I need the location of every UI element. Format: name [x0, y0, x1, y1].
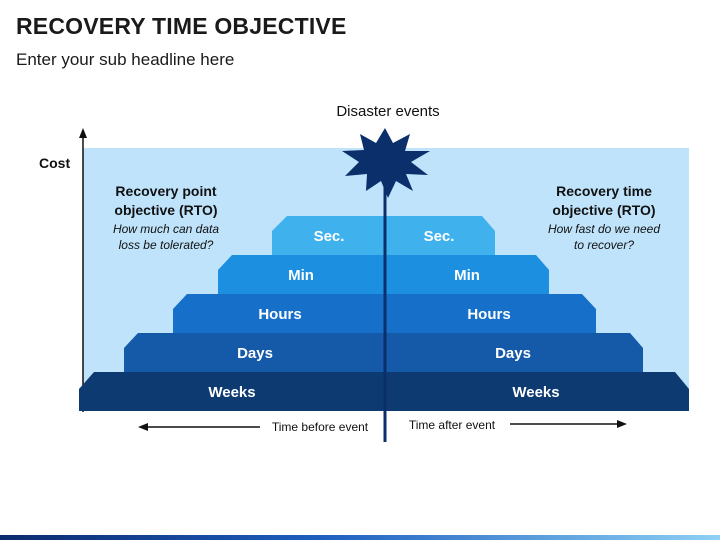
page-subtitle: Enter your sub headline here [16, 50, 235, 69]
left-panel-title-line1: Recovery point [115, 183, 216, 199]
right-panel-question-line2: to recover? [574, 238, 634, 252]
tier-days-right: Days [495, 345, 531, 362]
time-before-label: Time before event [272, 420, 369, 434]
right-panel-question-line1: How fast do we need [548, 222, 660, 236]
tier-weeks-right: Weeks [512, 384, 559, 401]
tier-weeks-left: Weeks [208, 384, 255, 401]
right-arrow-icon [617, 420, 627, 428]
tier-sec-right: Sec. [424, 228, 455, 245]
left-panel-title-line2: objective (RTO) [114, 202, 217, 218]
page-title: RECOVERY TIME OBJECTIVE [16, 13, 347, 39]
tier-min-right: Min [454, 267, 480, 284]
y-axis-arrow-icon [79, 128, 87, 138]
tier-hours-left: Hours [258, 306, 301, 323]
tier-min-left: Min [288, 267, 314, 284]
left-panel-question-line1: How much can data [113, 222, 219, 236]
disaster-events-label: Disaster events [336, 103, 439, 120]
right-panel-title-line1: Recovery time [556, 183, 652, 199]
time-after-label: Time after event [409, 418, 496, 432]
left-panel-question-line2: loss be tolerated? [119, 238, 214, 252]
tier-days-left: Days [237, 345, 273, 362]
tier-sec-left: Sec. [314, 228, 345, 245]
right-panel-title-line2: objective (RTO) [552, 202, 655, 218]
y-axis-label: Cost [39, 155, 70, 171]
tier-hours-right: Hours [467, 306, 510, 323]
left-arrow-icon [138, 423, 148, 431]
disaster-star-icon [342, 128, 430, 198]
footer-accent-bar [0, 535, 720, 540]
